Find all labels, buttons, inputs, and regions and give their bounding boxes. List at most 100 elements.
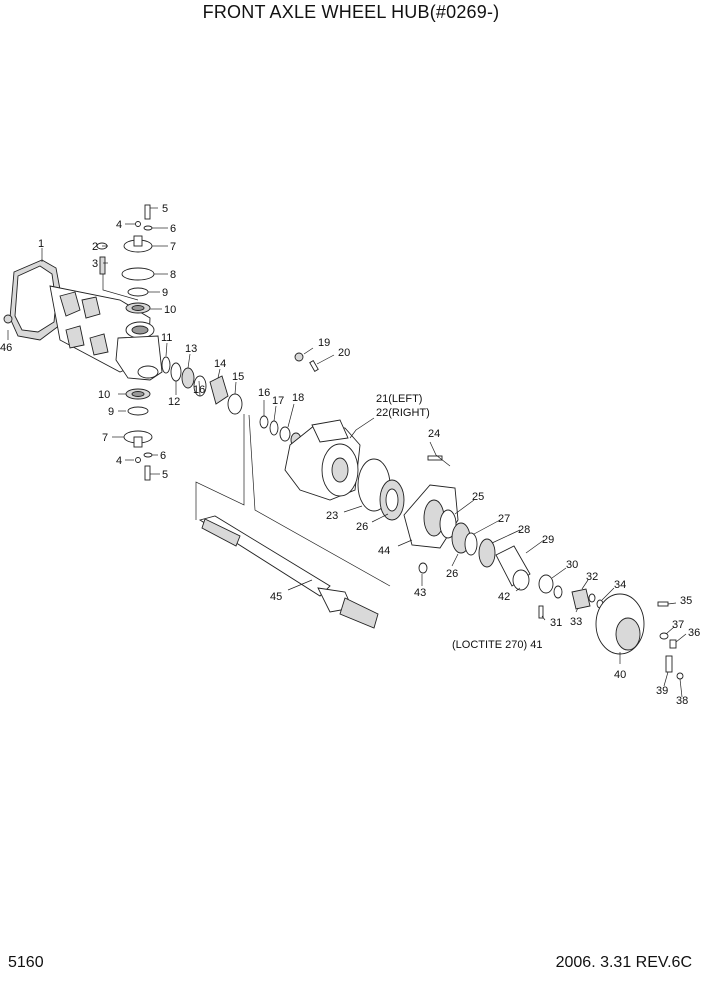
callout-4-lower: 4 [116, 455, 122, 467]
callout-32: 32 [586, 571, 598, 583]
ring-18-a [279, 426, 291, 442]
hub-group [357, 458, 684, 680]
ring-17 [269, 420, 279, 436]
callout-5-lower: 5 [162, 469, 168, 481]
callout-4-upper: 4 [116, 219, 122, 231]
callout-34: 34 [614, 579, 626, 591]
callout-24: 24 [428, 428, 440, 440]
callout-2: 2 [92, 241, 98, 253]
ring-32 [588, 593, 596, 603]
callout-17: 17 [272, 395, 284, 407]
callout-10-lower: 10 [98, 389, 110, 401]
plug-46 [3, 314, 13, 324]
callout-26-a: 26 [356, 521, 368, 533]
callout-30: 30 [566, 559, 578, 571]
ring-11 [161, 356, 171, 374]
callout-21: 21(LEFT) [376, 393, 422, 405]
washer-6-lower [143, 452, 153, 458]
callout-18: 18 [292, 392, 304, 404]
page-title: FRONT AXLE WHEEL HUB(#0269-) [202, 2, 500, 22]
leader-lines [7, 207, 687, 698]
callout-23: 23 [326, 510, 338, 522]
o-ring-15 [227, 393, 243, 415]
seal-9-upper [127, 287, 149, 297]
pin-4-upper [135, 221, 141, 227]
ring-30-b [553, 585, 563, 599]
seal-25 [439, 509, 457, 539]
callout-35: 35 [680, 595, 692, 607]
callout-10-upper: 10 [164, 304, 176, 316]
callout-6-lower: 6 [160, 450, 166, 462]
screw-41 [538, 605, 544, 619]
ring-16-b [259, 415, 269, 429]
pin-4-lower [135, 457, 141, 463]
callout-5-upper: 5 [162, 203, 168, 215]
callout-16-a: 16 [193, 384, 205, 396]
steering-knuckle [284, 419, 361, 501]
callout-12: 12 [168, 396, 180, 408]
lower-kingpin-group [123, 388, 153, 481]
callout-25: 25 [472, 491, 484, 503]
callout-9-lower: 9 [108, 406, 114, 418]
shim-8 [121, 267, 155, 281]
bolt-5-lower [144, 465, 151, 481]
callout-28: 28 [518, 524, 530, 536]
callout-43: 43 [414, 587, 426, 599]
callout-11: 11 [161, 332, 172, 344]
bolt-35 [657, 601, 669, 607]
washer-30 [538, 574, 554, 594]
callout-38: 38 [676, 695, 688, 707]
pin-20 [309, 360, 319, 372]
drive-shaft-45 [198, 515, 379, 629]
callout-8: 8 [170, 269, 176, 281]
callout-3: 3 [92, 258, 98, 270]
callout-20: 20 [338, 347, 350, 359]
callout-39: 39 [656, 685, 668, 697]
callout-27: 27 [498, 513, 510, 525]
callout-19: 19 [318, 337, 330, 349]
callout-14: 14 [214, 358, 226, 370]
callout-41: (LOCTITE 270) 41 [452, 639, 542, 651]
callout-7-lower: 7 [102, 432, 108, 444]
callout-40: 40 [614, 669, 626, 681]
callout-labels: 1 2 3 4 5 6 7 8 9 10 46 11 12 13 16 14 1… [0, 203, 700, 707]
callout-31: 31 [550, 617, 562, 629]
plug-36 [669, 639, 677, 649]
bushing-14 [209, 375, 229, 405]
callout-45: 45 [270, 591, 282, 603]
callout-22: 22(RIGHT) [376, 407, 430, 419]
callout-7-upper: 7 [170, 241, 176, 253]
o-ring-38 [676, 672, 684, 680]
seal-9-lower [127, 406, 149, 416]
callout-36: 36 [688, 627, 700, 639]
ring-12 [170, 362, 182, 382]
page-number: 5160 [8, 954, 44, 971]
callout-6-upper: 6 [170, 223, 176, 235]
gear-33 [571, 588, 591, 610]
callout-9-upper: 9 [162, 287, 168, 299]
washer-6-upper [143, 225, 153, 231]
gear-28 [478, 538, 496, 568]
axle-housing [9, 259, 163, 381]
callout-16-b: 16 [258, 387, 270, 399]
callout-37: 37 [672, 619, 684, 631]
callout-15: 15 [232, 371, 244, 383]
callout-1: 1 [38, 238, 44, 250]
callout-13: 13 [185, 343, 197, 355]
callout-33: 33 [570, 616, 582, 628]
revision-date: 2006. 3.31 REV.6C [555, 954, 692, 971]
bolt-24 [427, 455, 443, 461]
plug-39 [665, 655, 673, 673]
nut-43 [418, 562, 428, 574]
callout-46: 46 [0, 342, 12, 354]
washer-37 [659, 632, 669, 640]
ring-27 [464, 532, 478, 556]
callout-44: 44 [378, 545, 390, 557]
plug-19 [294, 352, 304, 362]
stud-3 [99, 256, 106, 275]
callout-26-b: 26 [446, 568, 458, 580]
callout-42: 42 [498, 591, 510, 603]
upper-kingpin-group [96, 204, 155, 314]
bolt-5-upper [144, 204, 151, 220]
